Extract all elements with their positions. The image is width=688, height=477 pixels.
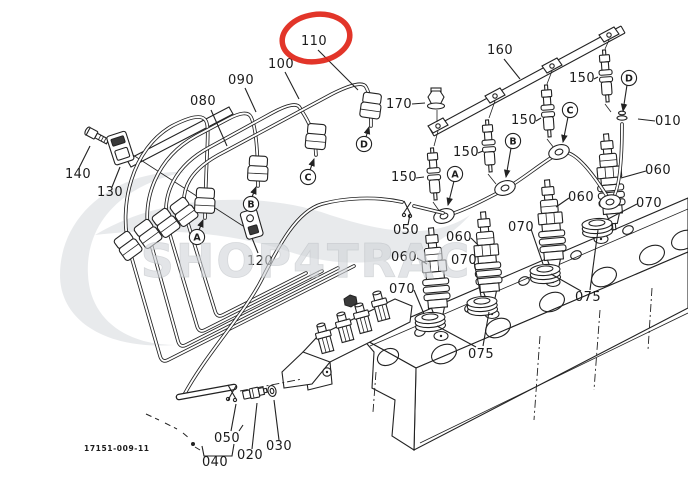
callout-150: 150	[511, 113, 537, 128]
connection-letter-markers: A B C D A B C D	[188, 69, 638, 246]
fuel-hose-assembly	[145, 196, 445, 457]
callout-120: 120	[247, 254, 273, 269]
highlight-ellipse	[279, 11, 353, 65]
nozzle-gasket-3	[529, 262, 562, 286]
doc-number: 17151-009-11	[84, 444, 150, 453]
callout-075: 075	[468, 347, 494, 362]
callout-150: 150	[569, 71, 595, 86]
callout-050: 050	[214, 431, 240, 446]
svg-text:B: B	[247, 200, 254, 211]
nozzle-gasket-1	[414, 310, 447, 334]
svg-text:A: A	[193, 233, 201, 244]
callouts: 080 090 100 110 160 170 010 150 150 150 …	[65, 34, 681, 470]
pipe-sleeve-nut	[304, 122, 328, 151]
callout-010: 010	[655, 114, 681, 129]
letter-d-injector: D	[620, 69, 638, 87]
letter-a-pipe: A	[188, 228, 206, 246]
callout-140: 140	[65, 167, 91, 182]
letter-a-injector: A	[446, 165, 464, 183]
letter-b-injector: B	[504, 132, 522, 150]
callout-070: 070	[451, 253, 477, 268]
letter-c-pipe: C	[299, 168, 317, 186]
svg-text:D: D	[360, 140, 368, 151]
callout-060: 060	[645, 163, 671, 178]
overflow-pipe	[431, 110, 628, 227]
callout-060: 060	[568, 190, 594, 205]
feed-pipe-040-hidden	[145, 413, 235, 457]
callout-020: 020	[237, 448, 263, 463]
callout-100: 100	[268, 57, 294, 72]
banjo-fitting-a	[431, 205, 457, 227]
glow-plug-3	[538, 83, 557, 138]
pipe-sleeve-nut	[246, 154, 270, 183]
glow-plug-4	[596, 48, 615, 103]
callout-075: 075	[575, 290, 601, 305]
glow-plug-rail	[424, 25, 626, 213]
svg-text:B: B	[509, 137, 516, 148]
joint-bolt-020	[242, 386, 268, 400]
glow-plug-1	[424, 146, 443, 201]
svg-text:A: A	[451, 170, 459, 181]
rail-nut-170	[426, 87, 446, 110]
callout-080: 080	[190, 94, 216, 109]
callout-070: 070	[636, 196, 662, 211]
head-holes	[376, 225, 688, 367]
pipe-sleeve-nut	[193, 186, 217, 215]
callout-130: 130	[97, 185, 123, 200]
callout-060: 060	[391, 250, 417, 265]
clamp-130	[106, 130, 135, 166]
letter-c-injector: C	[561, 101, 579, 119]
callout-110-highlighted: 110	[301, 34, 327, 49]
callout-160: 160	[487, 43, 513, 58]
bolt-140	[84, 126, 110, 145]
callout-040: 040	[202, 455, 228, 470]
washer-030	[267, 385, 277, 397]
callout-090: 090	[228, 73, 254, 88]
svg-text:D: D	[625, 74, 633, 85]
svg-text:C: C	[305, 173, 312, 184]
nozzle-gasket-2	[466, 294, 499, 318]
callout-060: 060	[446, 230, 472, 245]
injection-pump	[281, 288, 413, 391]
injection-pipes	[111, 82, 384, 363]
glow-plug-2	[479, 118, 498, 173]
callout-050: 050	[393, 223, 419, 238]
leader-lines	[78, 49, 656, 450]
hose-clip-bottom	[225, 384, 238, 403]
callout-070: 070	[389, 282, 415, 297]
callout-150: 150	[391, 170, 417, 185]
callout-030: 030	[266, 439, 292, 454]
pump-nut	[343, 294, 358, 308]
svg-text:C: C	[567, 106, 574, 117]
letter-b-pipe: B	[242, 195, 260, 213]
callout-070: 070	[508, 220, 534, 235]
watermark-text: SHOP4TRAC	[141, 234, 472, 288]
letter-d-pipe: D	[355, 135, 373, 153]
pipe-sleeve-nut	[358, 91, 384, 120]
rail-tabs	[427, 26, 620, 134]
callout-150: 150	[453, 145, 479, 160]
callout-170: 170	[386, 97, 412, 112]
